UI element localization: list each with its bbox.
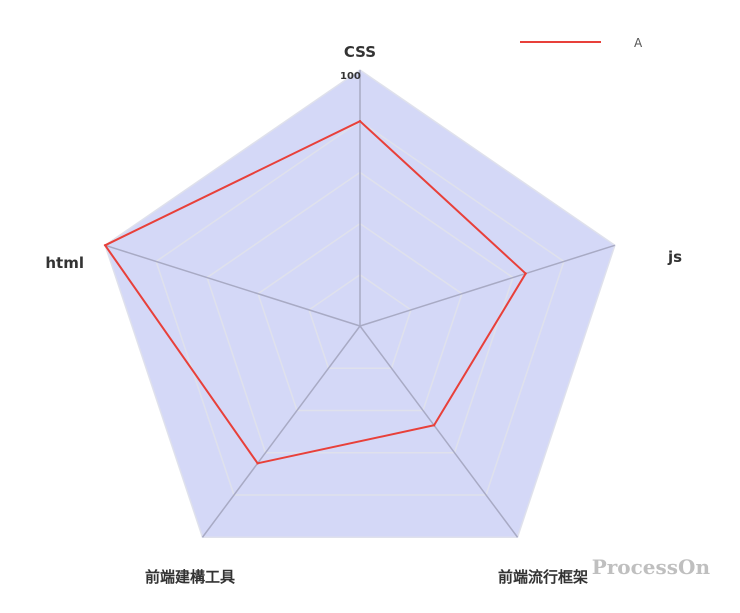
axis-labels: CSS js 前端流行框架 前端建構工具 html <box>45 43 682 586</box>
data-point-4 <box>103 244 107 247</box>
legend-label: A <box>634 36 643 50</box>
axis-label-3: 前端建構工具 <box>145 568 235 586</box>
data-point-0 <box>358 120 362 123</box>
watermark-logo: ProcessOn <box>591 555 710 579</box>
axis-line-2 <box>359 325 519 538</box>
split-ring-2 <box>257 222 463 412</box>
axis-label-4: html <box>45 254 84 272</box>
data-point-3 <box>256 462 259 465</box>
radar-series <box>103 120 527 465</box>
radar-axes <box>104 70 616 538</box>
axis-label-1: js <box>667 248 682 266</box>
split-ring-5 <box>104 69 616 539</box>
axis-label-0: CSS <box>344 43 376 61</box>
legend[interactable]: A <box>520 36 643 50</box>
data-point-2 <box>432 424 436 427</box>
data-point-1 <box>524 272 527 275</box>
split-ring-4 <box>155 120 565 496</box>
axis-line-1 <box>359 244 616 327</box>
split-ring-1 <box>308 273 412 370</box>
series-line-0 <box>103 120 527 465</box>
axis-line-3 <box>201 325 361 538</box>
axis-label-2: 前端流行框架 <box>498 568 588 586</box>
split-ring-3 <box>206 171 514 454</box>
tick-label-max: 100 <box>340 71 361 82</box>
axis-line-4 <box>104 244 361 327</box>
